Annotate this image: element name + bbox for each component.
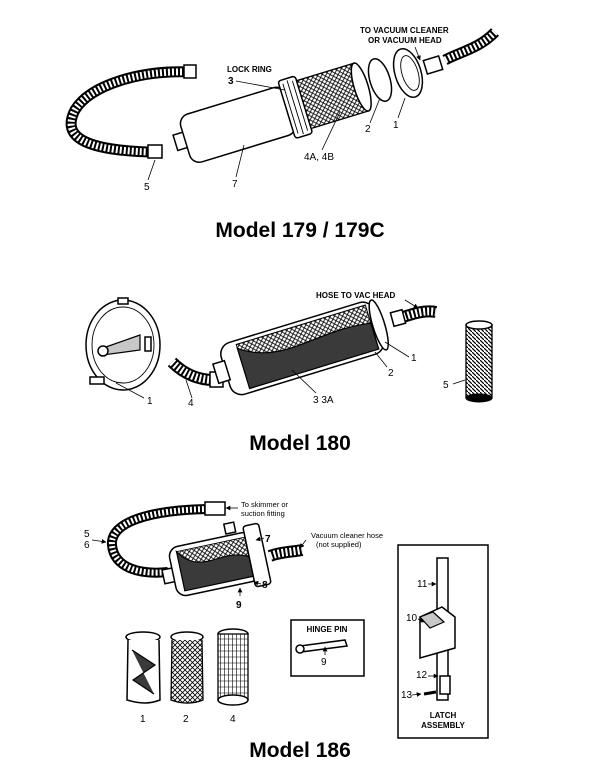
part-number-11: 11 [417, 579, 428, 590]
latch-assembly-box: 11 10 12 13 LATCH ASSEMBLY [397, 544, 489, 739]
model-180-section: HOSE TO VAC HEAD 1 2 1 4 3 3A 5 Model 18… [85, 291, 493, 455]
part-number-5: 5 [144, 182, 150, 193]
gasket-2 [367, 58, 393, 102]
latch-label-line1: LATCH [430, 711, 457, 720]
cartridge-filter-4: 4 [217, 628, 249, 725]
model-180-title: Model 180 [249, 432, 351, 455]
filter-bag-1: 1 [125, 631, 161, 725]
callout-vac-hose-line1: Vacuum cleaner hose [311, 531, 383, 540]
callout-skimmer-line1: To skimmer or [241, 500, 289, 509]
callout-vac-hose-line2: (not supplied) [316, 540, 362, 549]
part-number-6: 6 [84, 540, 90, 551]
model-179-section: TO VACUUM CLEANER OR VACUUM HEAD LOCK RI… [65, 26, 500, 242]
model-186-title: Model 186 [249, 739, 351, 762]
callout-to-vacuum-line1: TO VACUUM CLEANER [360, 26, 449, 35]
part-number-9: 9 [236, 600, 242, 611]
screen-5 [465, 320, 493, 403]
part-number-4a-4b: 4A, 4B [304, 152, 334, 163]
part-number-1-bag: 1 [140, 714, 146, 725]
latch-label-line2: ASSEMBLY [421, 721, 465, 730]
part-number-1: 1 [393, 120, 399, 131]
callout-hose-to-vac-head: HOSE TO VAC HEAD [316, 291, 395, 300]
part-number-2: 2 [365, 124, 371, 135]
part-number-7: 7 [232, 179, 238, 190]
hinge-pin-box: HINGE PIN 9 [290, 619, 365, 677]
filter-bag-2: 2 [170, 631, 204, 725]
part-number-7: 7 [265, 534, 271, 545]
part-number-1-plate: 1 [147, 396, 153, 407]
cap-1 [392, 48, 424, 98]
part-number-5: 5 [443, 380, 449, 391]
part-number-4-cartridge: 4 [230, 714, 236, 725]
canister-body-180 [211, 299, 389, 396]
hinge-pin-label: HINGE PIN [307, 625, 348, 634]
part-number-5: 5 [84, 529, 90, 540]
part-number-2-bag: 2 [183, 714, 189, 725]
part-number-10: 10 [406, 613, 418, 624]
hose-cuff-bottom [147, 144, 163, 159]
part-number-8: 8 [262, 580, 268, 591]
part-number-12: 12 [416, 670, 428, 681]
model-186-section: To skimmer or suction fitting Vacuum cle… [84, 500, 489, 762]
hose-5 [65, 66, 191, 158]
part-number-1: 1 [411, 353, 417, 364]
part-number-3: 3 [228, 76, 234, 87]
hose-cuff-top [183, 64, 197, 79]
callout-lock-ring: LOCK RING [227, 65, 272, 74]
callout-skimmer-line2: suction fitting [241, 509, 285, 518]
callout-to-vacuum-line2: OR VACUUM HEAD [368, 36, 442, 45]
cover-plate-1 [85, 297, 161, 391]
part-number-9-pin: 9 [321, 657, 327, 668]
canister-body-7 [172, 62, 372, 164]
part-number-4: 4 [188, 398, 194, 409]
canister-body-186 [161, 521, 272, 597]
hose-cuff-186 [204, 501, 226, 516]
part-number-2: 2 [388, 368, 394, 379]
part-number-13: 13 [401, 690, 413, 701]
model-179-title: Model 179 / 179C [215, 219, 384, 242]
part-number-3-3a: 3 3A [313, 395, 334, 406]
